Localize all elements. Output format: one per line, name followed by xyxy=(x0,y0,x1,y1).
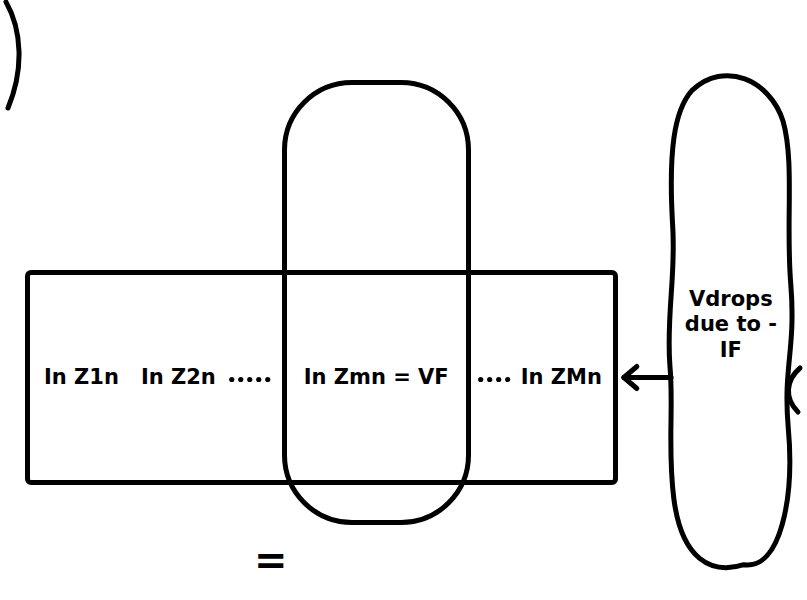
dot xyxy=(238,377,243,382)
edge-fragment xyxy=(6,2,19,108)
note-text: Vdrops due to -IF xyxy=(679,287,783,363)
ellipsis-dots xyxy=(478,377,510,382)
arrow-head xyxy=(624,367,637,389)
arrow-line xyxy=(624,375,671,380)
equals-mark: = xyxy=(252,536,290,584)
dot xyxy=(229,377,234,382)
ellipsis-dots xyxy=(229,377,270,382)
dot xyxy=(265,377,270,382)
matrix-entry: In ZMn xyxy=(519,365,604,390)
highlight-oval: In Zmn = VF xyxy=(282,80,471,525)
note-cloud: Vdrops due to -IF xyxy=(666,70,796,580)
dot xyxy=(487,377,492,382)
arrow-connector xyxy=(624,367,671,389)
dot xyxy=(247,377,252,382)
highlight-text: In Zmn = VF xyxy=(302,365,451,390)
dot xyxy=(478,377,483,382)
matrix-entry: In Z1n xyxy=(42,365,121,390)
cloud-path xyxy=(669,76,792,568)
matrix-entry: In Z2n xyxy=(139,365,218,390)
dot xyxy=(496,377,501,382)
dot xyxy=(505,377,510,382)
dot xyxy=(256,377,261,382)
